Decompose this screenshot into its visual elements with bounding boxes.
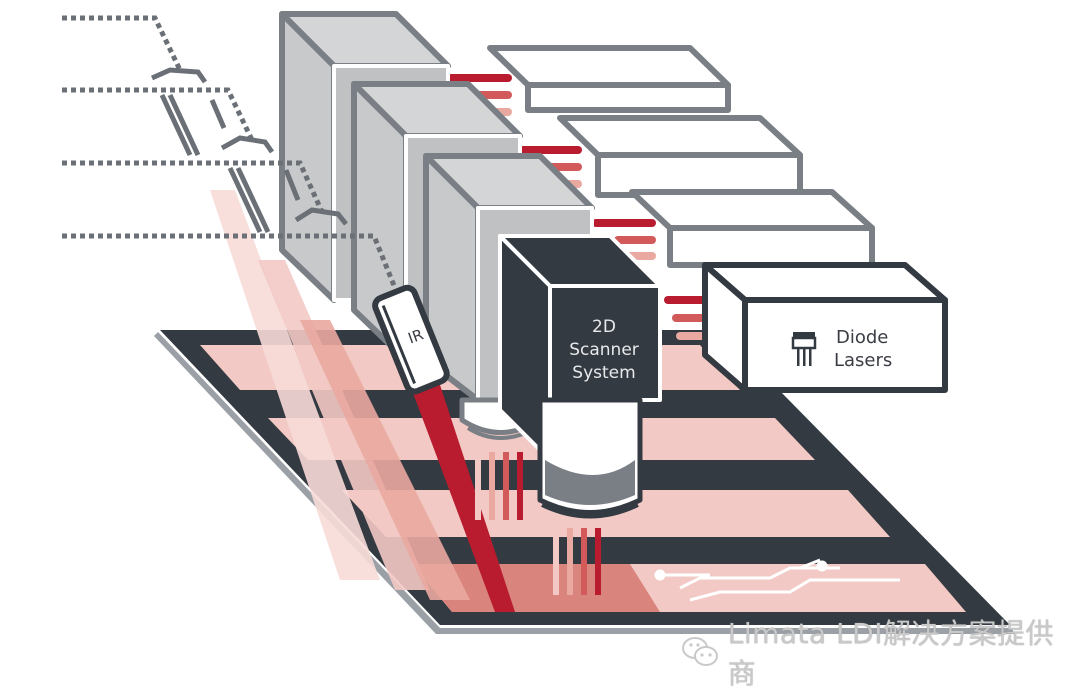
- circuit-lines: [654, 558, 900, 602]
- diode-label-line1: Diode: [836, 327, 888, 348]
- watermark-text: Limata LDI解决方案提供商: [727, 617, 1054, 690]
- galvo-mirrors: [150, 67, 348, 234]
- scanner-system: [498, 234, 662, 519]
- diode-lasers-box: [702, 262, 948, 393]
- laser-beams: [210, 190, 515, 612]
- diode-icon: [791, 332, 817, 366]
- diode-label-line2: Lasers: [834, 350, 892, 371]
- scanner-label-line3: System: [572, 363, 635, 383]
- galvo-mirror-paths: [62, 15, 398, 289]
- wechat-icon: [680, 635, 720, 669]
- laser-module-3: [629, 189, 875, 268]
- module-beams: [475, 452, 523, 520]
- laser-module-1: [487, 45, 731, 113]
- laser-module-boxes: [487, 45, 875, 268]
- scanner-label-line2: Scanner: [569, 340, 639, 360]
- scanner-beams: [553, 528, 601, 595]
- gray-modules: [279, 11, 595, 440]
- watermark: Limata LDI解决方案提供商: [680, 617, 1080, 690]
- laser-module-2: [557, 115, 803, 198]
- ir-sensor: [372, 284, 450, 395]
- ir-label: IR: [406, 325, 426, 347]
- scanner-label-line1: 2D: [592, 317, 616, 337]
